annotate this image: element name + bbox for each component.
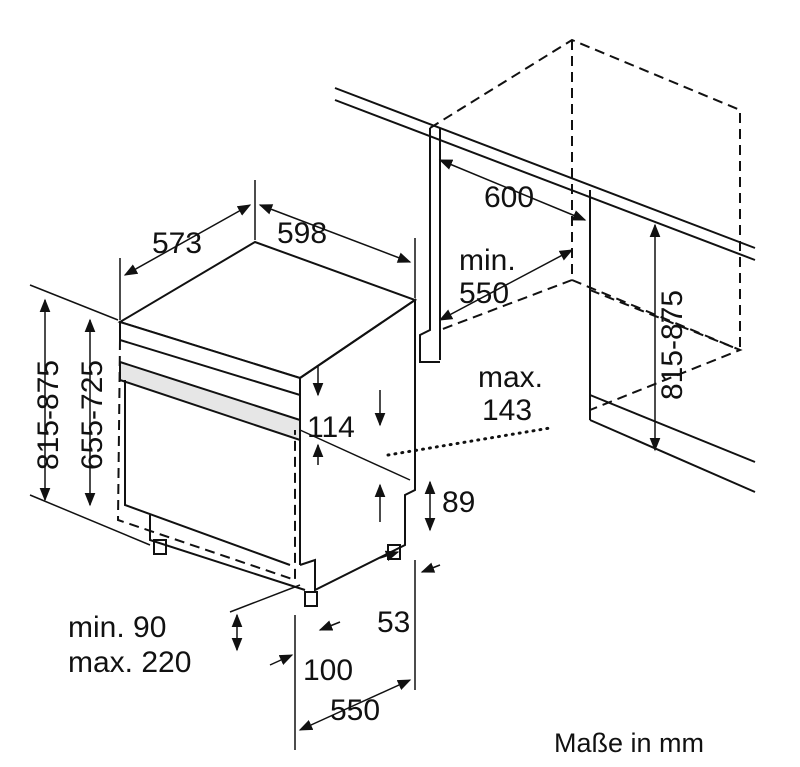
dishwasher-body xyxy=(116,240,418,607)
label-plinth-min: min. 90 xyxy=(68,611,166,644)
label-niche-height: 815-875 xyxy=(656,290,689,400)
label-niche-depth-min: min. xyxy=(459,244,516,277)
label-height-total: 815-875 xyxy=(32,360,65,470)
label-max-143: 143 xyxy=(482,394,532,427)
label-panel-114: 114 xyxy=(307,411,355,444)
label-depth-550: 550 xyxy=(330,694,380,727)
foot-front-left xyxy=(153,539,167,555)
label-plinth-89: 89 xyxy=(442,486,475,519)
units-caption: Maße in mm xyxy=(554,728,704,758)
foot-front-right xyxy=(304,591,318,607)
label-niche-depth-550: 550 xyxy=(459,277,509,310)
cabinet-niche xyxy=(334,38,756,493)
label-niche-width-600: 600 xyxy=(484,181,534,214)
label-width-598: 598 xyxy=(277,217,327,250)
label-plinth-max: max. 220 xyxy=(68,646,191,679)
dimension-lines xyxy=(29,159,661,750)
label-foot-53: 53 xyxy=(377,606,410,639)
label-height-body: 655-725 xyxy=(76,360,109,470)
label-max: max. xyxy=(478,361,543,394)
label-depth-573: 573 xyxy=(152,227,202,260)
label-offset-100: 100 xyxy=(303,654,353,687)
